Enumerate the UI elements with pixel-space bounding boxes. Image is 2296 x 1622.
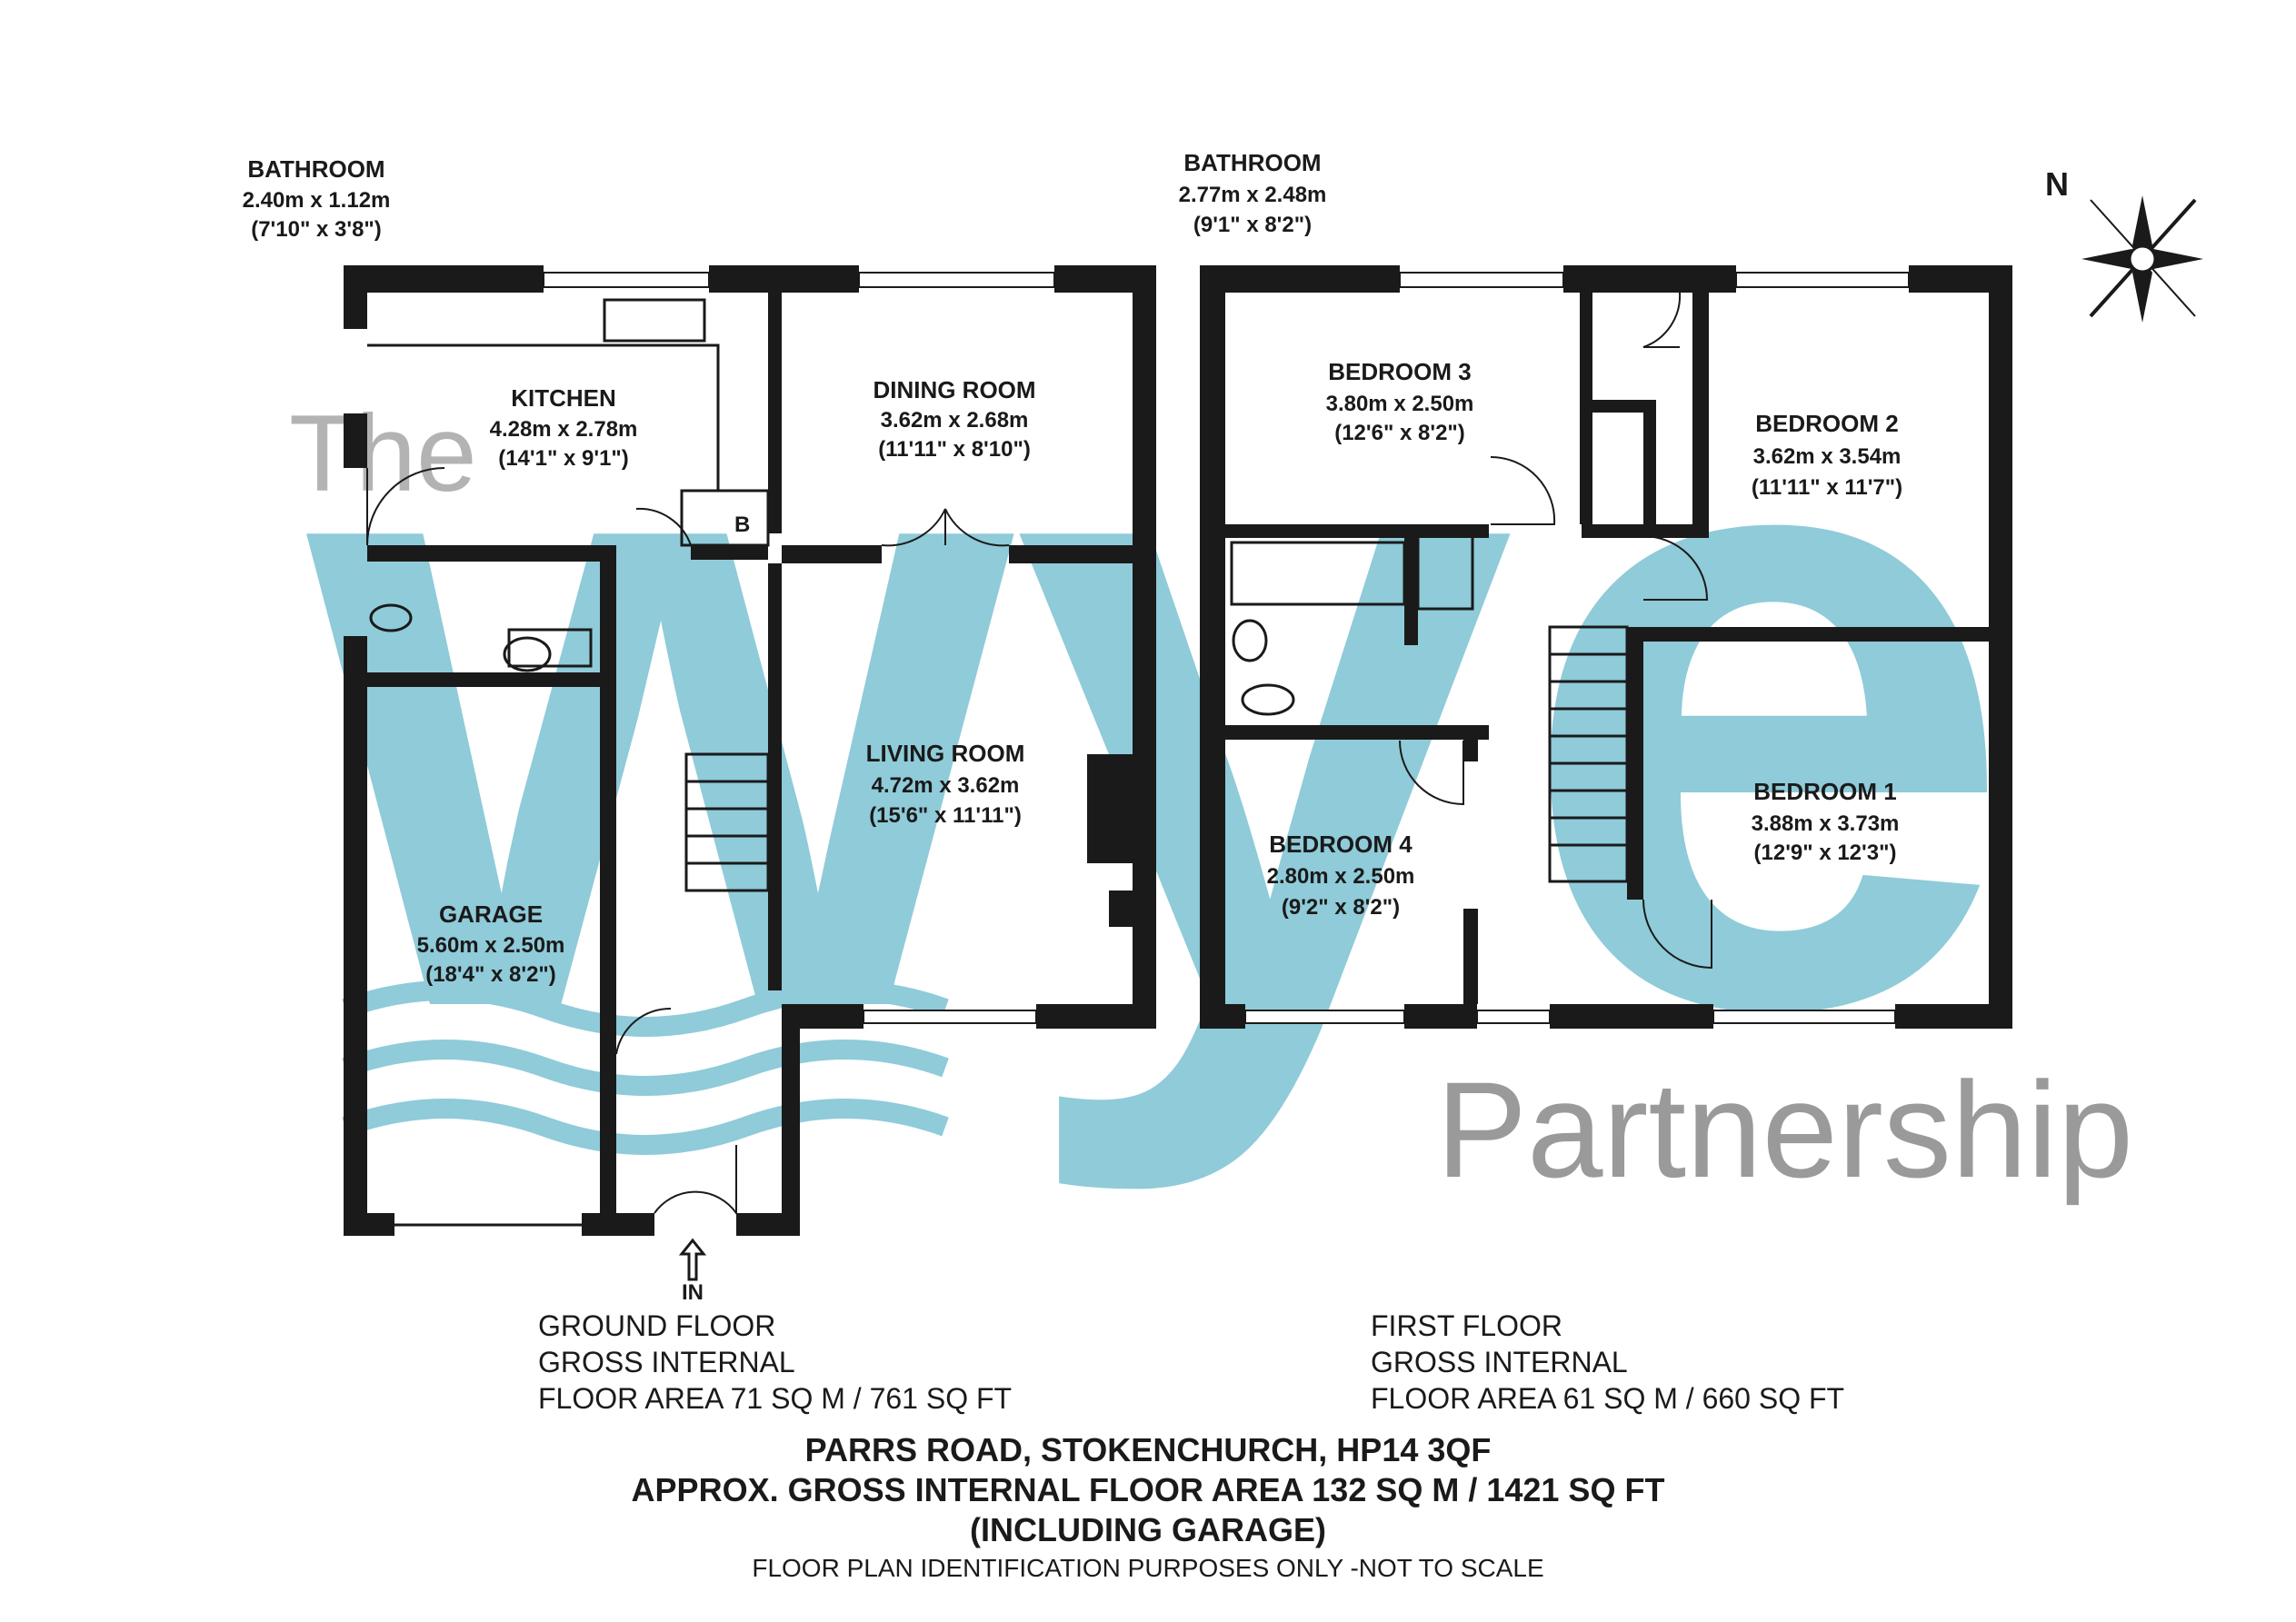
garage-note: (INCLUDING GARAGE) bbox=[970, 1511, 1326, 1548]
summary-line: GROSS INTERNAL bbox=[538, 1346, 795, 1378]
living-window bbox=[863, 1010, 1037, 1024]
room-name: BEDROOM 3 bbox=[1328, 358, 1471, 385]
boiler-label: B bbox=[734, 512, 750, 537]
disclaimer: FLOOR PLAN IDENTIFICATION PURPOSES ONLY … bbox=[752, 1554, 1543, 1582]
room-name: BATHROOM bbox=[247, 155, 384, 183]
room-metric: 3.62m x 3.54m bbox=[1753, 444, 1902, 469]
logo-main: wye bbox=[294, 198, 2018, 1199]
room-imperial: (12'6" x 8'2") bbox=[1334, 421, 1465, 445]
ground-stairs bbox=[684, 752, 770, 892]
room-metric: 4.28m x 2.78m bbox=[490, 417, 638, 442]
ground-floor-labels: BATHROOM 2.40m x 1.12m (7'10" x 3'8") KI… bbox=[243, 155, 1036, 1305]
summary-line: FLOOR AREA 61 SQ M / 660 SQ FT bbox=[1371, 1382, 1844, 1415]
room-metric: 2.80m x 2.50m bbox=[1267, 864, 1415, 889]
summary-line: FIRST FLOOR bbox=[1371, 1309, 1562, 1342]
bedroom1-window bbox=[1712, 1010, 1896, 1024]
logo-waves bbox=[342, 980, 949, 1155]
logo-watermark: The wye Partnership bbox=[289, 198, 2133, 1206]
bedroom4-window bbox=[1244, 1010, 1405, 1024]
first-stairs bbox=[1548, 625, 1629, 883]
room-imperial: (15'6" x 11'11") bbox=[869, 803, 1022, 828]
total-area: APPROX. GROSS INTERNAL FLOOR AREA 132 SQ… bbox=[632, 1471, 1665, 1508]
summary-line: GROUND FLOOR bbox=[538, 1309, 775, 1342]
room-imperial: (11'11" x 8'10") bbox=[878, 437, 1031, 462]
room-name: GARAGE bbox=[439, 901, 543, 928]
first-floor-labels: BATHROOM 2.77m x 2.48m (9'1" x 8'2") BED… bbox=[1179, 149, 1903, 920]
room-name: BEDROOM 4 bbox=[1269, 831, 1413, 858]
room-imperial: (9'2" x 8'2") bbox=[1282, 895, 1400, 920]
address: PARRS ROAD, STOKENCHURCH, HP14 3QF bbox=[805, 1431, 1492, 1468]
landing-window bbox=[1476, 1010, 1551, 1024]
room-metric: 3.80m x 2.50m bbox=[1326, 392, 1474, 416]
room-imperial: (18'4" x 8'2") bbox=[425, 962, 556, 987]
ground-floor-plan: B bbox=[344, 265, 1156, 1236]
summary-line: FLOOR AREA 71 SQ M / 761 SQ FT bbox=[538, 1382, 1012, 1415]
first-floor-summary: FIRST FLOOR GROSS INTERNAL FLOOR AREA 61… bbox=[1371, 1309, 1844, 1415]
room-name: BEDROOM 1 bbox=[1753, 778, 1896, 805]
entrance-arrow-icon bbox=[678, 1238, 707, 1281]
summary-line: GROSS INTERNAL bbox=[1371, 1346, 1628, 1378]
room-imperial: (12'9" x 12'3") bbox=[1754, 841, 1897, 865]
kitchen-window bbox=[543, 272, 710, 288]
entrance-label: IN bbox=[682, 1280, 704, 1305]
logo-prefix: The bbox=[289, 393, 477, 514]
room-name: KITCHEN bbox=[511, 384, 616, 412]
ground-floor-summary: GROUND FLOOR GROSS INTERNAL FLOOR AREA 7… bbox=[538, 1309, 1012, 1415]
room-name: BEDROOM 2 bbox=[1755, 410, 1898, 437]
room-imperial: (9'1" x 8'2") bbox=[1193, 213, 1312, 237]
room-imperial: (7'10" x 3'8") bbox=[251, 217, 382, 242]
room-imperial: (11'11" x 11'7") bbox=[1752, 475, 1902, 500]
room-metric: 5.60m x 2.50m bbox=[417, 933, 565, 958]
room-metric: 2.40m x 1.12m bbox=[243, 188, 391, 213]
room-name: LIVING ROOM bbox=[866, 740, 1025, 767]
compass-icon: N bbox=[2045, 165, 2203, 323]
room-name: DINING ROOM bbox=[873, 376, 1035, 403]
room-metric: 2.77m x 2.48m bbox=[1179, 183, 1327, 207]
compass-label: N bbox=[2045, 165, 2069, 203]
room-metric: 3.62m x 2.68m bbox=[881, 408, 1029, 433]
room-imperial: (14'1" x 9'1") bbox=[498, 446, 629, 471]
room-metric: 3.88m x 3.73m bbox=[1752, 811, 1900, 836]
first-floor-plan bbox=[1200, 265, 2012, 1029]
room-name: BATHROOM bbox=[1183, 149, 1321, 176]
dining-window bbox=[858, 272, 1055, 288]
footer: PARRS ROAD, STOKENCHURCH, HP14 3QF APPRO… bbox=[632, 1431, 1665, 1582]
bedroom3-window bbox=[1399, 272, 1564, 288]
logo-suffix: Partnership bbox=[1436, 1053, 2133, 1206]
bedroom2-window bbox=[1735, 272, 1910, 288]
room-metric: 4.72m x 3.62m bbox=[872, 773, 1020, 798]
